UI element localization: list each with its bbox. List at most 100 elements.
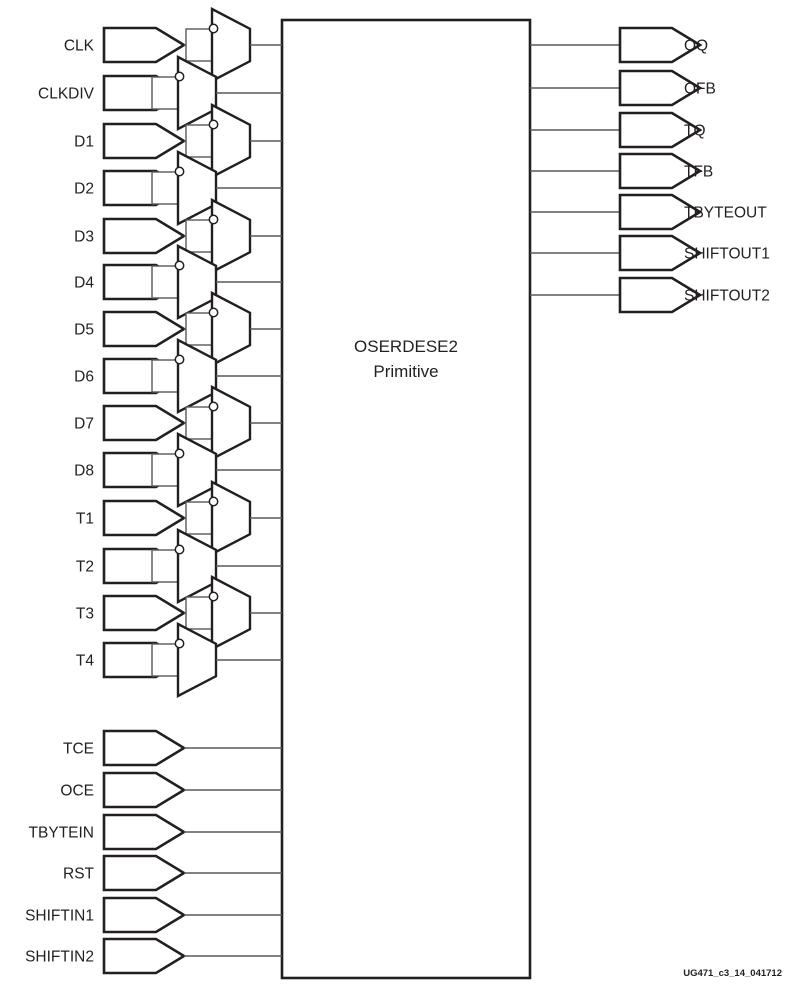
- block-title-line1: OSERDESE2: [354, 337, 458, 356]
- mux-invert-bubble-clk: [208, 23, 219, 34]
- mux-trapezoid-t4: [176, 622, 218, 698]
- mux-invert-bubble-t2: [174, 544, 185, 555]
- mux-t3: [185, 575, 252, 651]
- output-row-shiftout1: SHIFTOUT1: [530, 234, 770, 272]
- figure-id-label: UG471_c3_14_041712: [683, 968, 782, 979]
- mux-select-box-d1: [185, 124, 213, 158]
- mux-select-box-t3: [185, 596, 213, 630]
- output-pin-tbyteout: [618, 193, 703, 231]
- block-title-line2: Primitive: [373, 362, 438, 381]
- mux-select-box-d3: [185, 219, 213, 253]
- output-label-ofb: OFB: [684, 81, 716, 98]
- mux-d5: [185, 291, 252, 367]
- input-pin-tbytein: [102, 813, 187, 851]
- output-label-tbyteout: TBYTEOUT: [684, 205, 767, 222]
- mux-d3: [185, 198, 252, 274]
- input-label-clk: CLK: [64, 38, 95, 55]
- input-pin-clk: [102, 26, 187, 64]
- mux-invert-bubble-t3: [208, 591, 219, 602]
- input-label-clkdiv: CLKDIV: [38, 86, 95, 103]
- mux-invert-bubble-t4: [174, 638, 185, 649]
- output-pin-oq: [618, 26, 703, 64]
- input-row-oce: OCE: [60, 771, 282, 809]
- mux-trapezoid-t1: [210, 480, 252, 556]
- input-label-d6: D6: [74, 369, 94, 386]
- input-pin-rst: [102, 854, 187, 892]
- mux-trapezoid-t3: [210, 575, 252, 651]
- mux-select-box-d2: [151, 171, 179, 205]
- mux-t1: [185, 480, 252, 556]
- mux-invert-bubble-d4: [174, 260, 185, 271]
- input-label-tce: TCE: [63, 741, 94, 758]
- mux-select-box-t2: [151, 549, 179, 583]
- output-pin-shiftout2: [618, 276, 703, 314]
- input-row-rst: RST: [63, 854, 282, 892]
- mux-select-box-d5: [185, 312, 213, 346]
- input-pin-shiftin2: [102, 937, 187, 975]
- input-row-d7: D7: [74, 385, 282, 461]
- output-row-tfb: TFB: [530, 152, 713, 190]
- mux-trapezoid-d7: [210, 385, 252, 461]
- mux-invert-bubble-clkdiv: [174, 71, 185, 82]
- output-row-oq: OQ: [530, 26, 708, 64]
- mux-t4: [151, 622, 218, 698]
- output-pin-tfb: [618, 152, 703, 190]
- input-row-shiftin2: SHIFTIN2: [25, 937, 282, 975]
- mux-invert-bubble-d1: [208, 119, 219, 130]
- input-pin-oce: [102, 771, 187, 809]
- mux-invert-bubble-d7: [208, 401, 219, 412]
- input-label-t1: T1: [76, 511, 94, 528]
- mux-t2: [151, 528, 218, 604]
- mux-trapezoid-d4: [176, 244, 218, 320]
- input-pin-t1: [102, 499, 187, 537]
- output-row-tbyteout: TBYTEOUT: [530, 193, 767, 231]
- input-row-d2: D2: [74, 150, 282, 226]
- input-label-t3: T3: [76, 606, 94, 623]
- input-row-t1: T1: [76, 480, 282, 556]
- input-pin-d7: [102, 404, 187, 442]
- input-pin-t3: [102, 594, 187, 632]
- mux-select-box-d6: [151, 359, 179, 393]
- mux-invert-bubble-d5: [208, 307, 219, 318]
- mux-d8: [151, 432, 218, 508]
- input-label-d1: D1: [74, 134, 94, 151]
- output-label-shiftout1: SHIFTOUT1: [684, 246, 770, 263]
- input-label-d3: D3: [74, 229, 94, 246]
- input-label-d8: D8: [74, 463, 94, 480]
- output-pin-tq: [618, 111, 703, 149]
- mux-select-box-d8: [151, 453, 179, 487]
- input-label-t4: T4: [76, 653, 94, 670]
- input-label-d7: D7: [74, 416, 94, 433]
- input-label-shiftin2: SHIFTIN2: [25, 949, 94, 966]
- mux-trapezoid-d3: [210, 198, 252, 274]
- mux-trapezoid-clk: [210, 7, 252, 83]
- input-row-tbytein: TBYTEIN: [29, 813, 282, 851]
- input-label-d2: D2: [74, 181, 94, 198]
- input-label-rst: RST: [63, 866, 95, 883]
- input-label-t2: T2: [76, 559, 94, 576]
- mux-select-box-t4: [151, 643, 179, 677]
- output-label-tq: TQ: [684, 123, 706, 140]
- input-pin-d1: [102, 122, 187, 160]
- mux-invert-bubble-d2: [174, 166, 185, 177]
- input-row-d5: D5: [74, 291, 282, 367]
- input-label-shiftin1: SHIFTIN1: [25, 908, 94, 925]
- input-row-d8: D8: [74, 432, 282, 508]
- input-pin-shiftin1: [102, 896, 187, 934]
- mux-select-box-d7: [185, 406, 213, 440]
- oserdese2-primitive-block: [280, 18, 532, 980]
- mux-clk: [185, 7, 252, 83]
- mux-invert-bubble-d8: [174, 448, 185, 459]
- input-row-t4: T4: [76, 622, 282, 698]
- output-row-shiftout2: SHIFTOUT2: [530, 276, 770, 314]
- output-label-shiftout2: SHIFTOUT2: [684, 288, 770, 305]
- input-label-d5: D5: [74, 322, 94, 339]
- mux-select-box-clkdiv: [151, 76, 179, 110]
- input-label-tbytein: TBYTEIN: [29, 825, 94, 842]
- input-pin-tce: [102, 729, 187, 767]
- mux-d1: [185, 103, 252, 179]
